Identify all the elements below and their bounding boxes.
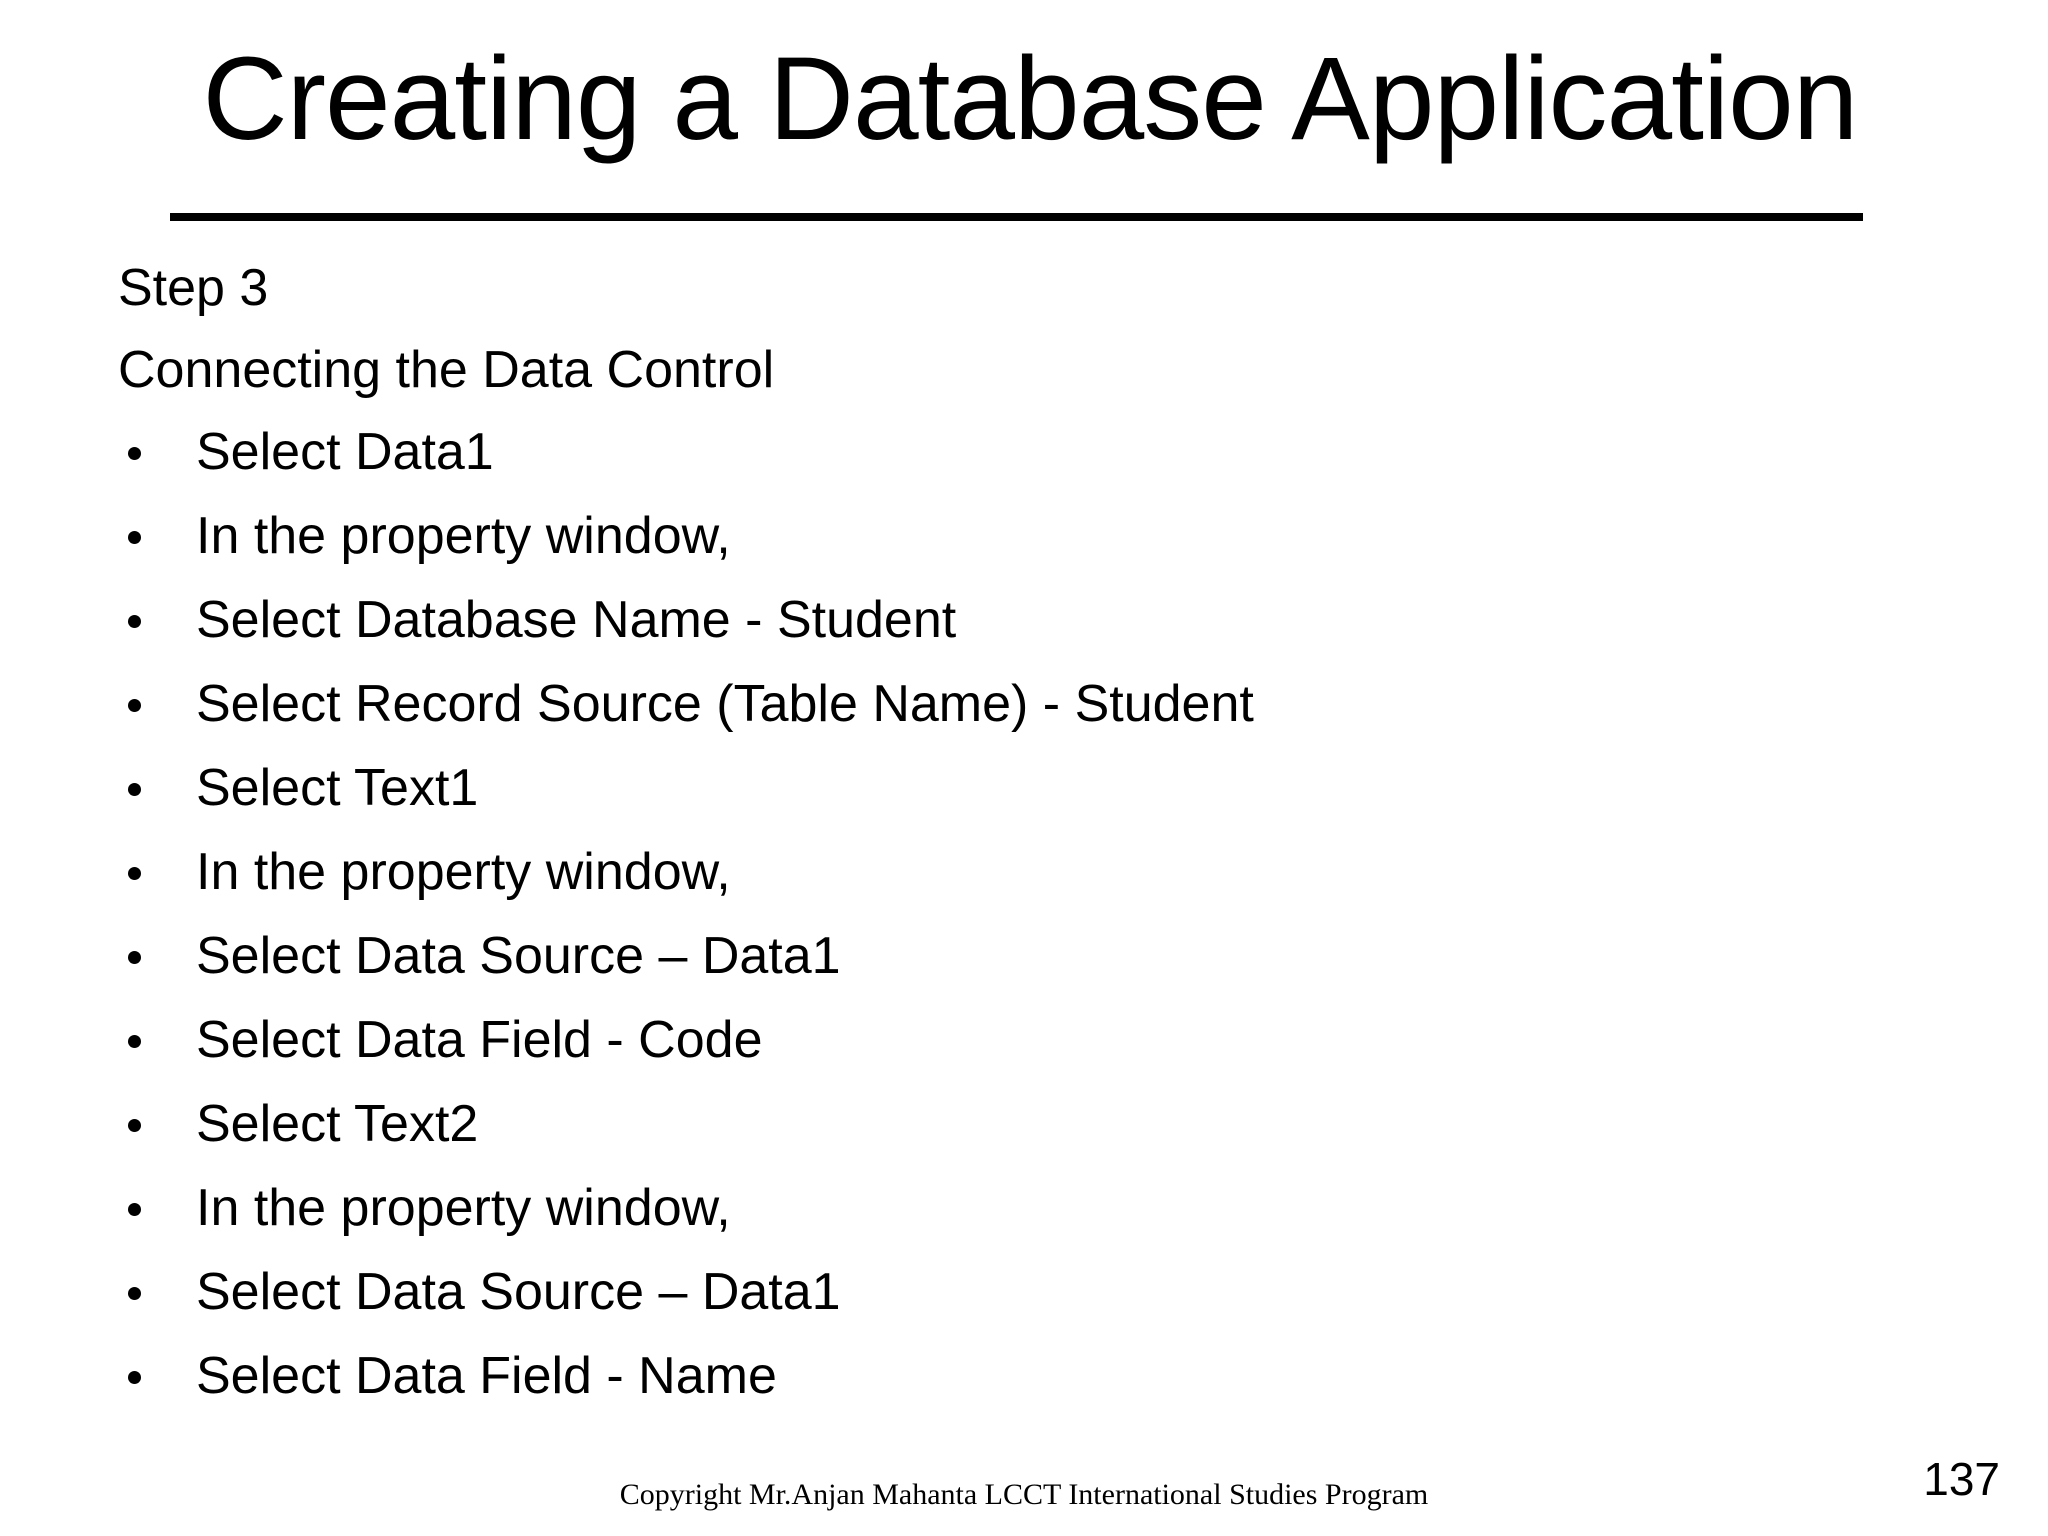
bullet-dot-icon: [128, 1371, 141, 1384]
title-divider-rule: [170, 213, 1863, 221]
bullet-dot-icon: [128, 1287, 141, 1300]
footer-copyright: Copyright Mr.Anjan Mahanta LCCT Internat…: [619, 1478, 1429, 1511]
list-item: Select Data1: [118, 426, 1948, 478]
list-item: Select Data Source – Data1: [118, 1266, 1948, 1318]
list-item: Select Data Field - Name: [118, 1350, 1948, 1402]
list-item-label: In the property window,: [196, 507, 731, 565]
title-block: Creating a Database Application: [110, 20, 1950, 180]
list-item-label: Select Text2: [196, 1095, 479, 1153]
bullet-dot-icon: [128, 1203, 141, 1216]
list-item-label: Select Data Field - Code: [196, 1011, 763, 1069]
bullet-dot-icon: [128, 699, 141, 712]
instruction-list: Select Data1 In the property window, Sel…: [118, 426, 1948, 1402]
step-subheading: Connecting the Data Control: [118, 341, 775, 399]
page-title: Creating a Database Application: [202, 33, 1859, 166]
list-item-label: In the property window,: [196, 843, 731, 901]
list-item-label: Select Record Source (Table Name) - Stud…: [196, 675, 1254, 733]
list-item-label: Select Data Source – Data1: [196, 927, 841, 985]
list-item-label: Select Data Field - Name: [196, 1347, 777, 1405]
list-item: In the property window,: [118, 846, 1948, 898]
bullet-dot-icon: [128, 615, 141, 628]
bullet-dot-icon: [128, 1119, 141, 1132]
list-item-label: In the property window,: [196, 1179, 731, 1237]
list-item: In the property window,: [118, 1182, 1948, 1234]
list-item: Select Data Source – Data1: [118, 930, 1948, 982]
bullet-dot-icon: [128, 867, 141, 880]
step-heading: Step 3: [118, 259, 269, 317]
bullet-dot-icon: [128, 1035, 141, 1048]
bullet-dot-icon: [128, 951, 141, 964]
slide-body: Step 3 Connecting the Data Control Selec…: [118, 262, 1948, 1434]
list-item: Select Data Field - Code: [118, 1014, 1948, 1066]
list-item: Select Text2: [118, 1098, 1948, 1150]
list-item-label: Select Data Source – Data1: [196, 1263, 841, 1321]
list-item: Select Record Source (Table Name) - Stud…: [118, 678, 1948, 730]
list-item-label: Select Text1: [196, 759, 479, 817]
list-item-label: Select Database Name - Student: [196, 591, 957, 649]
list-item: Select Text1: [118, 762, 1948, 814]
list-item-label: Select Data1: [196, 423, 494, 481]
page-number: 137: [1923, 1453, 2000, 1505]
list-item: In the property window,: [118, 510, 1948, 562]
bullet-dot-icon: [128, 783, 141, 796]
bullet-dot-icon: [128, 447, 141, 460]
list-item: Select Database Name - Student: [118, 594, 1948, 646]
bullet-dot-icon: [128, 531, 141, 544]
